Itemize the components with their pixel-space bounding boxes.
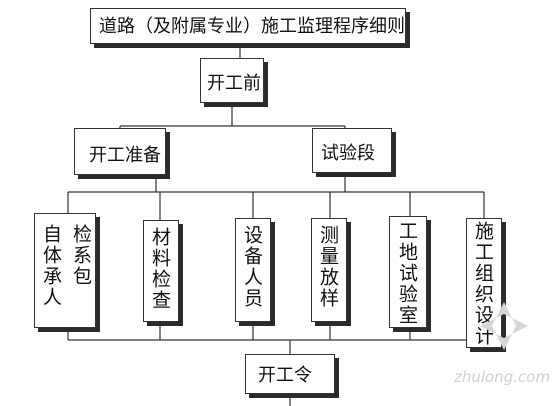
equipment-staff-text: 设备人员 (241, 225, 263, 309)
start-order-box: 开工令 (245, 354, 335, 394)
before-start-box: 开工前 (200, 58, 264, 103)
site-lab-box: 工地试验室 (389, 216, 427, 328)
start-order-text: 开工令 (258, 365, 312, 386)
self-inspection-text-2: 检系包 (70, 224, 92, 287)
prep-text: 开工准备 (89, 145, 161, 166)
self-inspection-box: 自体承人 检系包 (34, 213, 96, 328)
material-check-box: 材料检查 (143, 220, 179, 322)
title-box: 道路（及附属专业）施工监理程序细则 (90, 8, 406, 44)
construction-design-box: 施工组织设计 (466, 218, 502, 348)
equipment-staff-box: 设备人员 (235, 218, 271, 322)
watermark-logo-icon (480, 302, 528, 350)
watermark-text: zhulong.com (454, 368, 551, 386)
site-lab-text: 工地试验室 (396, 221, 418, 326)
self-inspection-text-1: 自体承人 (40, 224, 62, 308)
survey-box: 测量放样 (311, 218, 347, 322)
material-check-text: 材料检查 (149, 227, 171, 311)
construction-design-text: 施工组织设计 (472, 221, 494, 347)
prep-box: 开工准备 (74, 128, 166, 175)
survey-text: 测量放样 (317, 225, 339, 309)
title-text: 道路（及附属专业）施工监理程序细则 (99, 16, 405, 37)
trial-text: 试验段 (321, 143, 375, 164)
before-start-text: 开工前 (207, 73, 261, 94)
trial-box: 试验段 (312, 128, 392, 173)
